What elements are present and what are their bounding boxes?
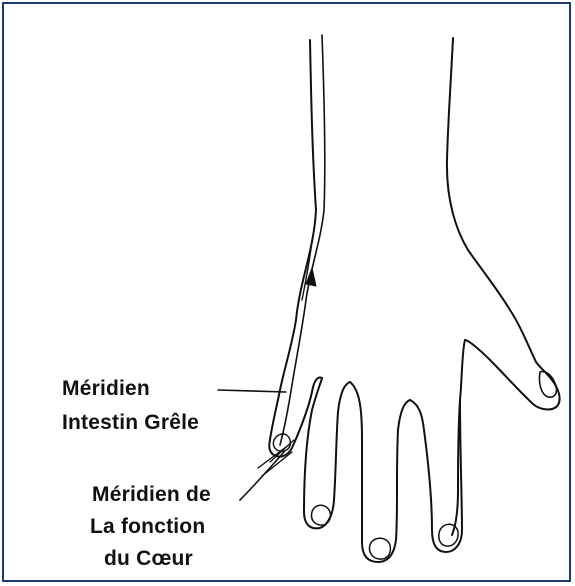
label-meridian-heart-function-line3: du Cœur — [104, 548, 193, 569]
little-finger — [269, 378, 322, 457]
leader-small-intestine — [218, 390, 286, 392]
ring-finger — [304, 378, 350, 528]
forearm-right-contour — [447, 38, 536, 362]
hand-back-contour — [452, 340, 465, 535]
label-meridian-heart-function-line2: La fonction — [90, 516, 205, 537]
label-meridian-heart-function-line1: Méridien de — [92, 484, 211, 505]
label-meridian-small-intestine-line2: Intestin Grêle — [62, 412, 199, 433]
thumb-contour — [465, 340, 560, 409]
ring-fingernail — [311, 505, 330, 525]
forearm-left-inner-line — [280, 35, 325, 445]
label-meridian-small-intestine-line1: Méridien — [62, 378, 150, 399]
middle-finger — [350, 382, 410, 562]
index-fingernail — [439, 524, 458, 546]
middle-fingernail — [369, 538, 390, 559]
